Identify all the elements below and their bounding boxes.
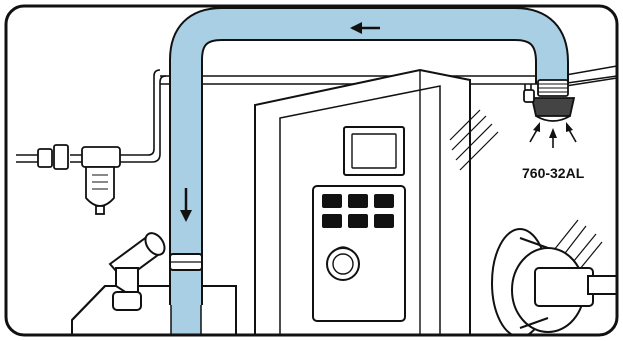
part-number-label: 760-32AL: [522, 165, 585, 181]
duct-clamp: [170, 254, 202, 270]
collector-cabinet: [72, 286, 236, 335]
